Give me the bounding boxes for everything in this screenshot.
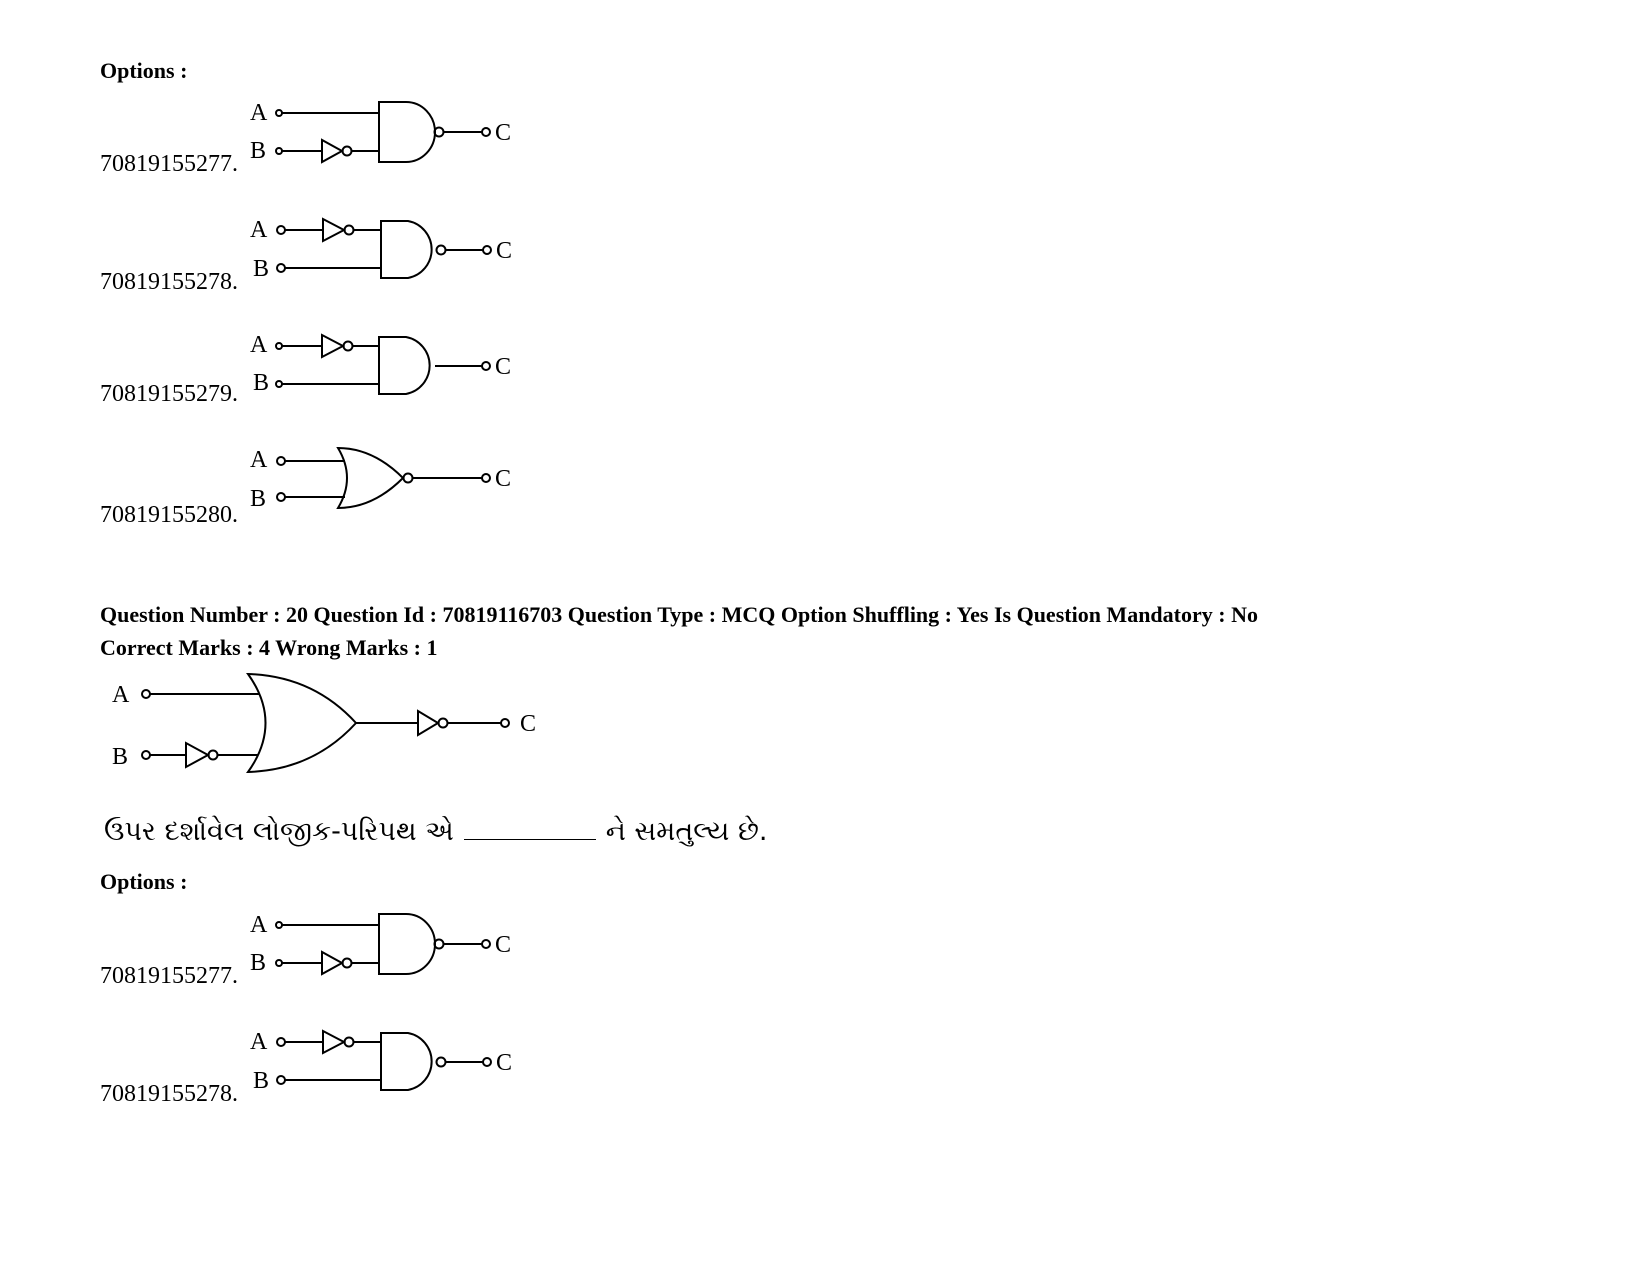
nor-gate-icon: A B C <box>250 446 511 512</box>
option-id[interactable]: 70819155279. <box>100 381 238 407</box>
input-b-label: B <box>250 950 266 976</box>
output-c-label: C <box>495 354 511 380</box>
input-b-label: B <box>250 138 266 164</box>
input-b-label: B <box>253 1068 269 1094</box>
output-c-label: C <box>520 711 536 737</box>
question-text: ઉપર દર્શાવેલ લોજીક-પરિપથ એ ને સમતુલ્ય છે. <box>104 816 767 848</box>
input-b-label: B <box>112 744 128 770</box>
answer-blank <box>463 817 596 840</box>
options-label: Options : <box>100 58 188 83</box>
input-b-label: B <box>250 486 266 512</box>
question-marks: Correct Marks : 4 Wrong Marks : 1 <box>100 635 438 660</box>
input-a-label: A <box>250 912 268 938</box>
input-a-label: A <box>112 682 130 708</box>
input-a-label: A <box>250 100 268 126</box>
question-text-after: ને સમતુલ્ય છે. <box>605 816 768 847</box>
option-id[interactable]: 70819155278. <box>100 1081 238 1107</box>
or-gate-not-b-input-not-output-icon: A B C <box>112 672 536 774</box>
input-a-label: A <box>250 332 268 358</box>
input-b-label: B <box>253 370 269 396</box>
nand-gate-with-not-on-b-icon: A B C <box>250 100 511 164</box>
option-id[interactable]: 70819155277. <box>100 151 238 177</box>
output-c-label: C <box>496 1050 512 1076</box>
nand-gate-with-not-on-a-icon: A B C <box>250 217 512 282</box>
input-a-label: A <box>250 217 268 243</box>
options-label: Options : <box>100 869 188 894</box>
input-a-label: A <box>250 447 268 473</box>
question-header: Question Number : 20 Question Id : 70819… <box>100 602 1258 627</box>
option-id[interactable]: 70819155280. <box>100 502 238 528</box>
output-c-label: C <box>496 238 512 264</box>
question-text-before: ઉપર દર્શાવેલ લોજીક-પરિપથ એ <box>104 816 454 847</box>
and-gate-with-not-on-a-icon: A B C <box>250 332 511 396</box>
nand-gate-with-not-on-b-icon: A B C <box>250 912 511 976</box>
output-c-label: C <box>495 120 511 146</box>
input-b-label: B <box>253 256 269 282</box>
nand-gate-with-not-on-a-icon: A B C <box>250 1029 512 1094</box>
option-id[interactable]: 70819155278. <box>100 269 238 295</box>
output-c-label: C <box>495 466 511 492</box>
input-a-label: A <box>250 1029 268 1055</box>
option-id[interactable]: 70819155277. <box>100 963 238 989</box>
output-c-label: C <box>495 932 511 958</box>
